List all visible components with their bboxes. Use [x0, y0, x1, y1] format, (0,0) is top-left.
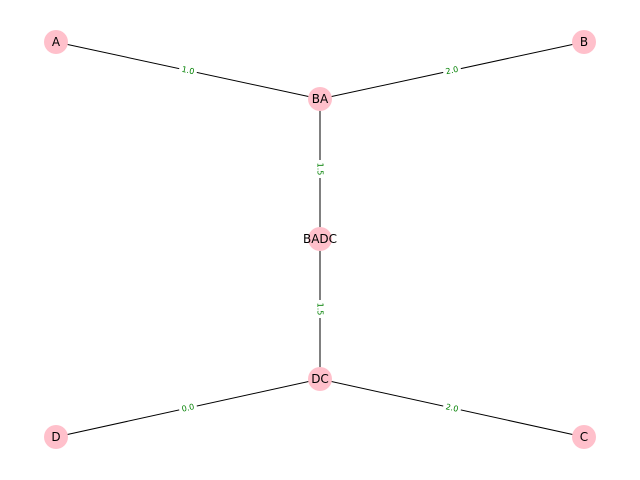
node-circle [572, 425, 596, 449]
edge-label-a-ba: 1.0 [177, 62, 199, 79]
node-label: BADC [303, 232, 337, 246]
node-label: B [580, 35, 588, 49]
edge-labels-layer: 1.0 2.0 1.5 1.5 0.0 2.0 [177, 62, 463, 416]
edge-label-c-dc: 2.0 [441, 400, 463, 416]
edge-label-d-dc: 0.0 [177, 400, 199, 416]
edge-label-ba-badc: 1.5 [314, 160, 326, 178]
edge-label-b-ba: 2.0 [441, 62, 463, 79]
node-ba: BA [308, 87, 332, 111]
node-circle [308, 367, 332, 391]
node-circle [308, 87, 332, 111]
edge-label-background [314, 300, 326, 318]
edge-weight-label: 0.0 [181, 402, 195, 414]
node-circle [308, 227, 332, 251]
edge-weight-label: 2.0 [445, 65, 459, 76]
edge-label-badc-dc: 1.5 [314, 300, 326, 318]
node-label: D [51, 430, 60, 444]
node-label: BA [312, 92, 329, 106]
edge-label-background [441, 62, 463, 79]
node-b: B [572, 30, 596, 54]
edge-weight-label: 2.0 [445, 402, 459, 414]
edge-weight-label: 1.5 [316, 163, 325, 176]
node-label: DC [311, 372, 329, 386]
node-d: D [44, 425, 68, 449]
edge-weight-label: 1.0 [181, 65, 195, 76]
node-c: C [572, 425, 596, 449]
node-circle [44, 30, 68, 54]
edge-label-background [314, 160, 326, 178]
edge-label-background [177, 62, 199, 79]
node-a: A [44, 30, 68, 54]
edge-label-background [177, 400, 199, 416]
node-dc: DC [308, 367, 332, 391]
edge-label-background [441, 400, 463, 416]
node-circle [44, 425, 68, 449]
node-badc: BADC [303, 227, 337, 251]
edge-weight-label: 1.5 [316, 303, 325, 316]
node-label: A [52, 35, 61, 49]
node-label: C [580, 430, 588, 444]
node-circle [572, 30, 596, 54]
